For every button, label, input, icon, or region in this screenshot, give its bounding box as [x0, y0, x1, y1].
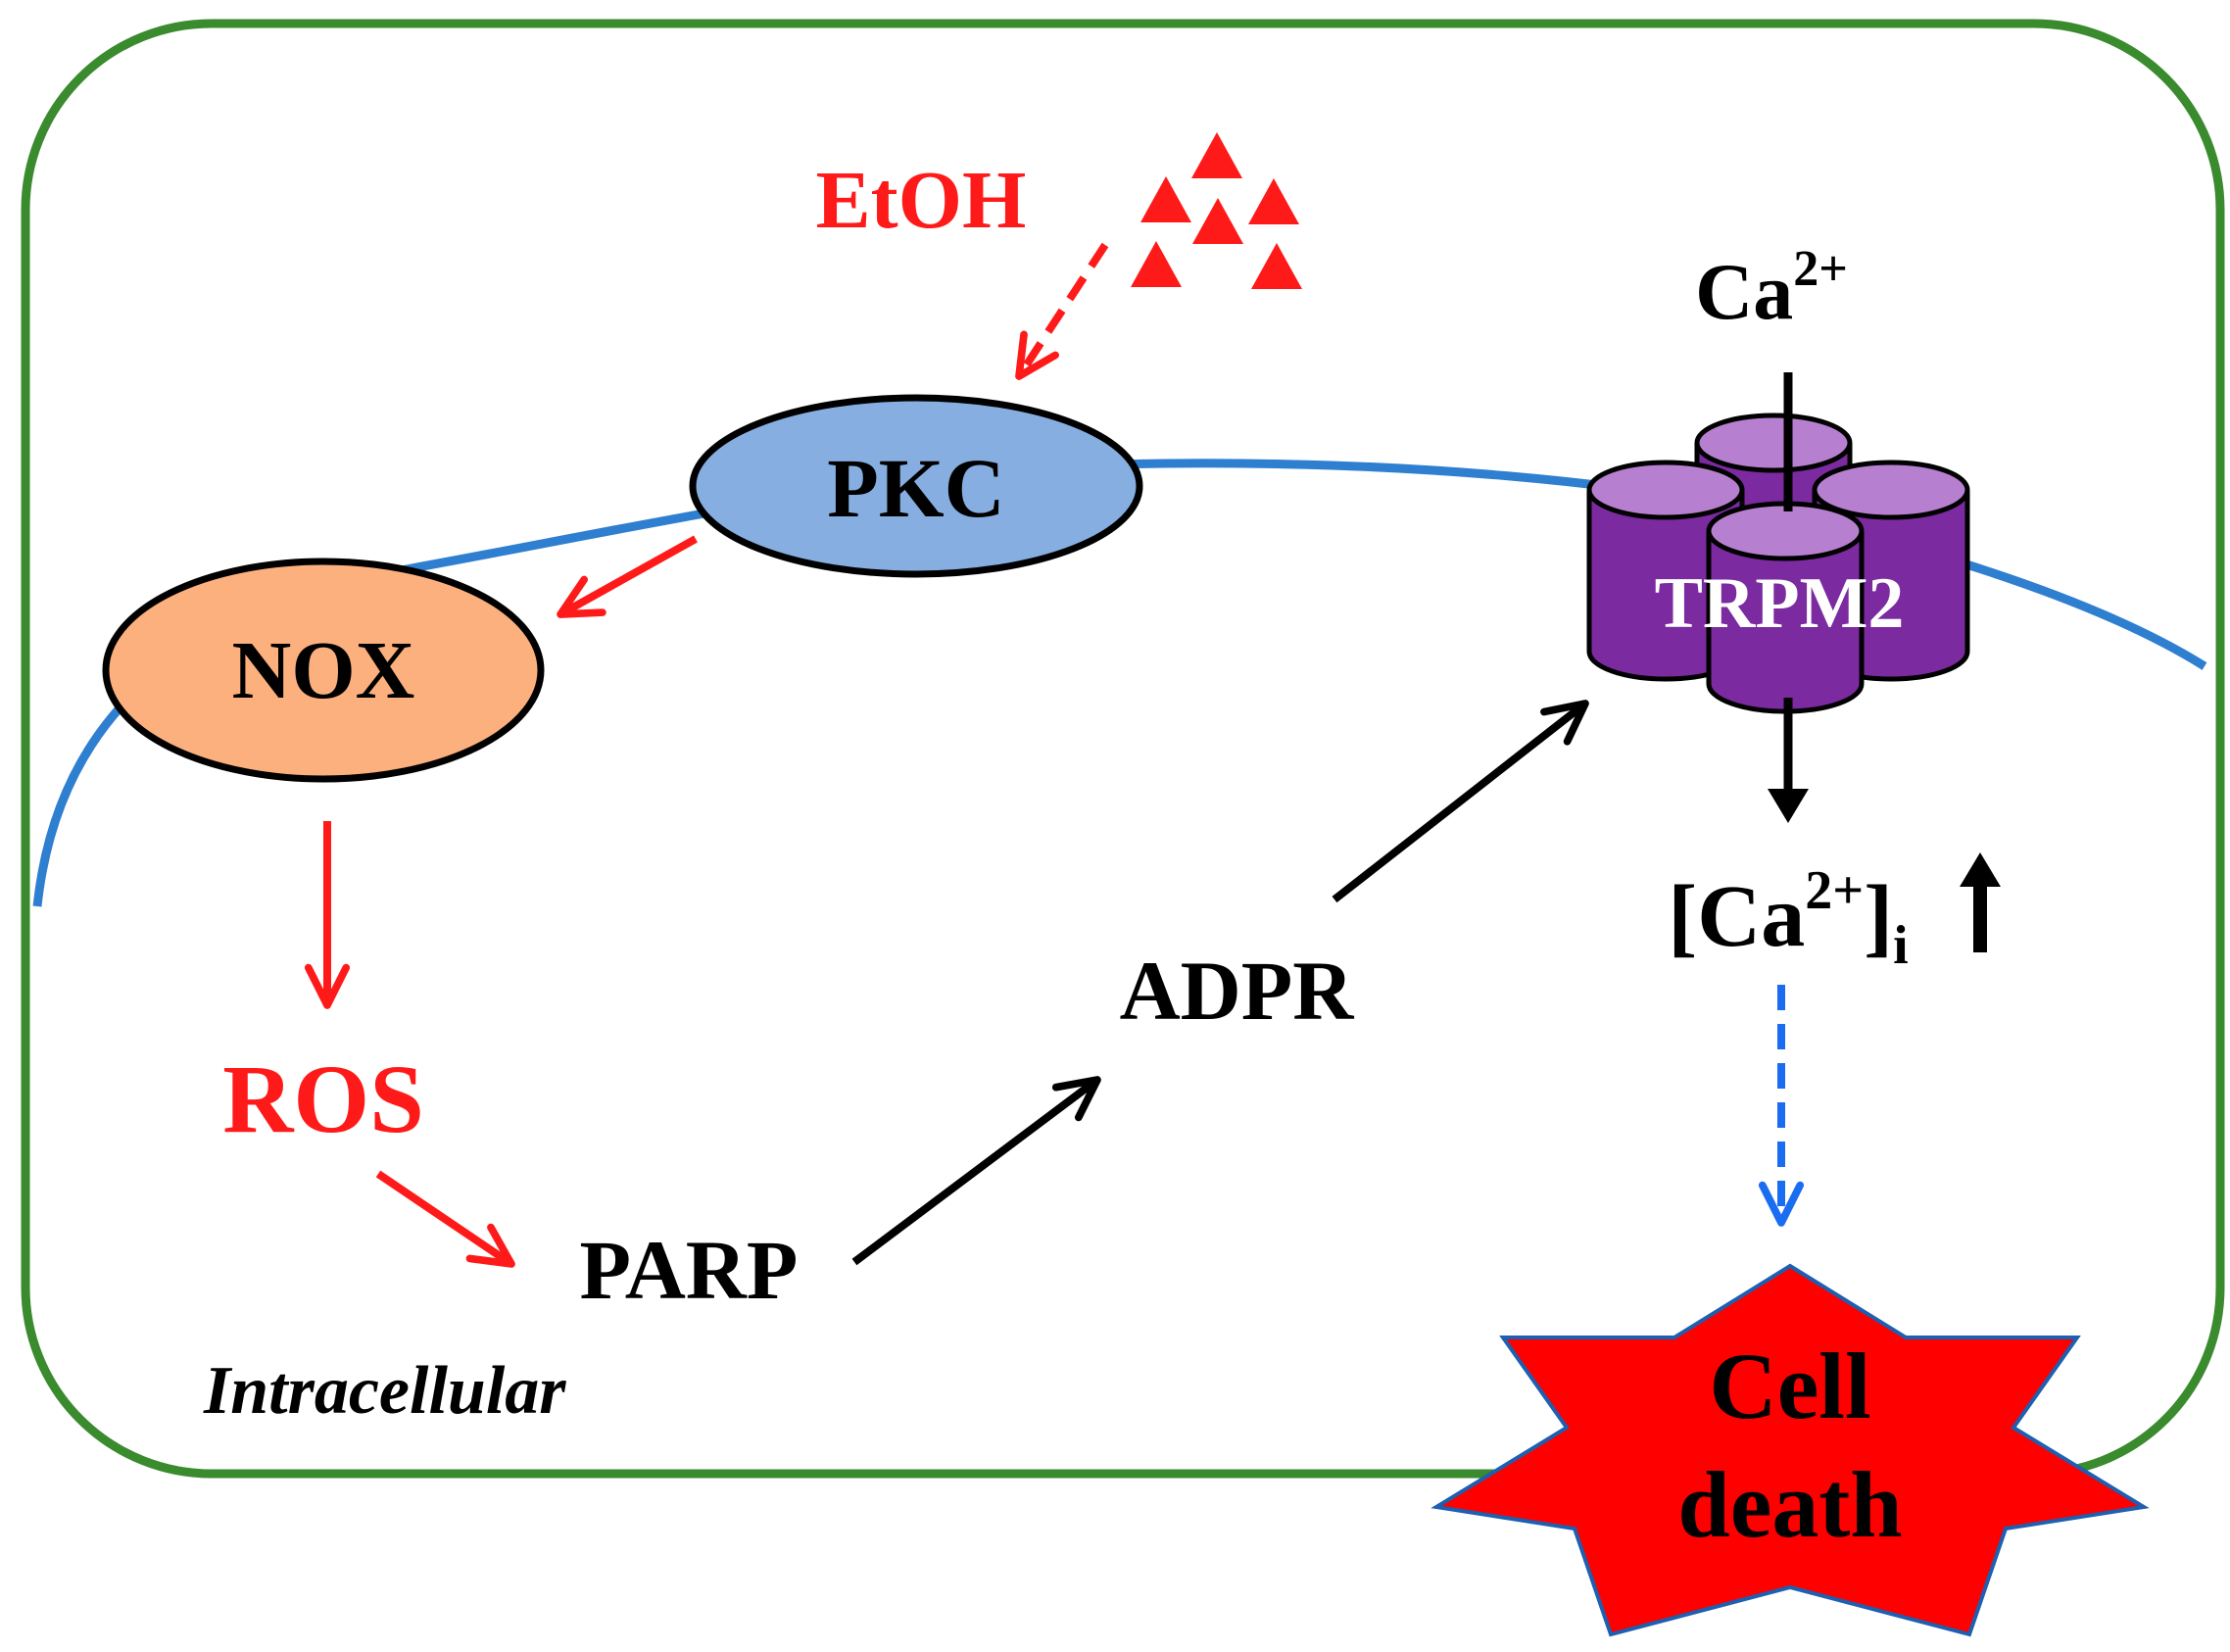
trpm2-subunit-front: [1706, 501, 1865, 714]
etoh-triangle: [1192, 198, 1243, 244]
trpm2-channel: [1586, 413, 1970, 714]
cell-death-label-line1: Cell: [1709, 1334, 1870, 1438]
arrow-etoh-to-pkc: [1015, 242, 1109, 380]
etoh-triangle: [1251, 243, 1302, 289]
etoh-label: EtOH: [816, 155, 1027, 246]
etoh-triangle: [1191, 132, 1242, 178]
ros-label: ROS: [222, 1045, 424, 1153]
cell-death-label-line2: death: [1677, 1452, 1902, 1557]
arrow-adpr-to-trpm2: [1332, 700, 1589, 903]
adpr-label: ADPR: [1120, 944, 1355, 1038]
arrow-pkc-to-nox: [557, 535, 698, 618]
etoh-triangle: [1131, 241, 1182, 287]
ca-ion-label: Ca2+: [1695, 241, 1848, 336]
etoh-triangle: [1140, 176, 1191, 222]
ca-influx-arrowhead: [1768, 789, 1809, 823]
intracellular-label: Intracellular: [203, 1353, 566, 1429]
arrow-ros-to-parp: [375, 1170, 515, 1268]
nox-node: [102, 558, 545, 783]
arrow-parp-to-adpr: [851, 1076, 1101, 1266]
pkc-node: [689, 394, 1143, 578]
etoh-molecules: [1131, 132, 1302, 289]
increase-arrow-icon: [1960, 852, 2001, 952]
nox-label: NOX: [232, 625, 415, 716]
parp-label: PARP: [580, 1223, 799, 1317]
cell-death-burst-icon: [1430, 1263, 2150, 1637]
pkc-label: PKC: [827, 441, 1005, 535]
trpm2-label: TRPM2: [1655, 563, 1905, 644]
cell-boundary: [21, 19, 2225, 1479]
intracellular-calcium-label: [Ca2+]i: [1668, 860, 1908, 976]
etoh-triangle: [1248, 178, 1299, 224]
